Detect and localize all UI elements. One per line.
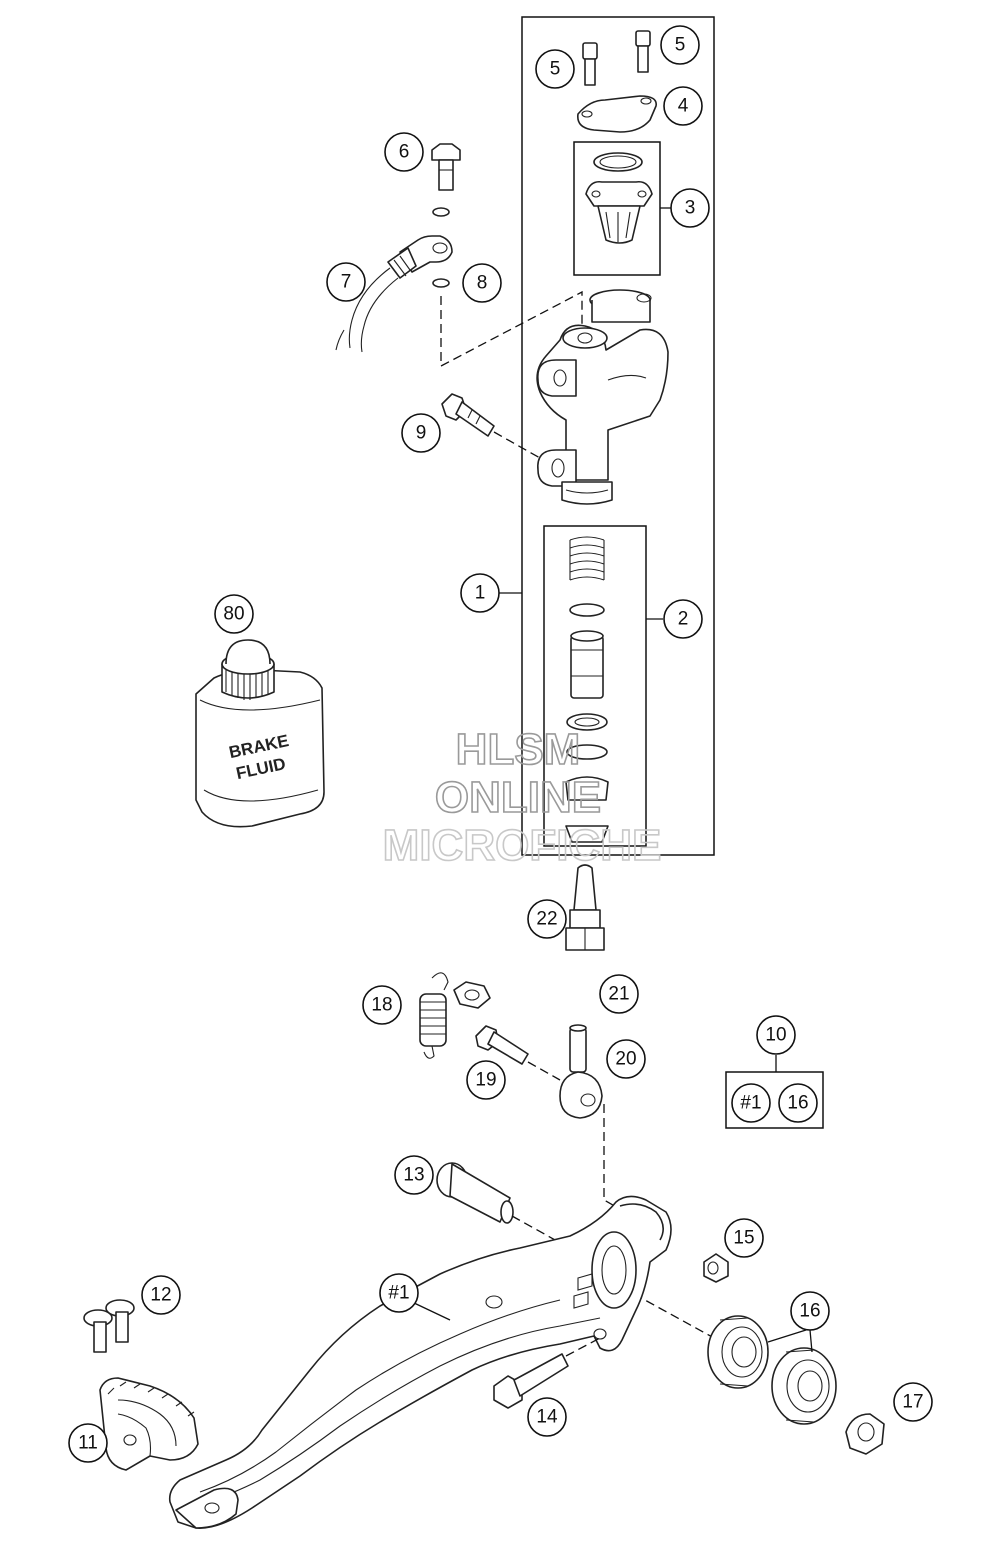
push-rod-part-22 (565, 864, 605, 951)
clevis-part-20 (559, 1024, 603, 1119)
callout-8: 8 (462, 263, 502, 303)
bolt-14-dashed-path (565, 1337, 601, 1357)
watermark-line-2: ONLINE (435, 773, 601, 822)
svg-text:12: 12 (150, 1285, 171, 1306)
washer-part-8 (432, 278, 450, 288)
leader-lines (411, 207, 813, 1353)
svg-text:21: 21 (608, 984, 629, 1005)
svg-text:7: 7 (341, 272, 352, 293)
callout-4: 4 (663, 86, 703, 126)
banjo-bolt-part-6 (431, 143, 461, 191)
callout-2: 2 (663, 599, 703, 639)
watermark: HLSM ONLINE MICROFICHE (382, 724, 662, 871)
reservoir-part-3 (585, 152, 653, 244)
callout-11: 11 (68, 1423, 108, 1463)
callout-17: 17 (893, 1382, 933, 1422)
washer-part-15 (703, 1253, 729, 1283)
svg-text:80: 80 (223, 604, 244, 625)
piston-kit-part-2 (565, 536, 609, 843)
bolt-9-dashed-path (493, 431, 541, 459)
callout-pedal-1: #1 (379, 1273, 419, 1313)
svg-text:6: 6 (399, 142, 410, 163)
watermark-line-1: HLSM (456, 725, 581, 774)
mounting-bolt-part-9 (441, 393, 495, 437)
svg-text:1: 1 (475, 583, 486, 604)
svg-text:18: 18 (371, 995, 392, 1016)
screw-part-5-right (635, 30, 651, 73)
svg-text:20: 20 (615, 1049, 636, 1070)
callout-14: 14 (527, 1397, 567, 1437)
svg-text:11: 11 (78, 1433, 98, 1454)
callout-13: 13 (394, 1155, 434, 1195)
callout-22: 22 (527, 899, 567, 939)
brake-fluid-can-part-80: BRAKE FLUID (195, 639, 325, 828)
callout-5-left: 5 (535, 49, 575, 89)
svg-text:15: 15 (733, 1228, 754, 1249)
callout-kit-16: 16 (778, 1083, 818, 1123)
watermark-line-3: MICROFICHE (383, 821, 662, 870)
callout-19: 19 (466, 1060, 506, 1100)
callout-12: 12 (141, 1275, 181, 1315)
svg-text:#1: #1 (740, 1093, 761, 1114)
bolt-19-dashed-path (527, 1061, 561, 1081)
svg-text:10: 10 (765, 1025, 786, 1046)
master-cylinder-kit-frame (521, 16, 715, 856)
callout-1: 1 (460, 573, 500, 613)
nut-part-17 (845, 1413, 885, 1455)
callout-3: 3 (670, 188, 710, 228)
svg-text:5: 5 (550, 59, 561, 80)
svg-text:5: 5 (675, 35, 686, 56)
bearing-part-16-right (771, 1347, 837, 1425)
bearing-part-16-left (707, 1315, 769, 1389)
svg-text:2: 2 (678, 609, 689, 630)
callout-kit-1: #1 (731, 1083, 771, 1123)
screw-part-5-left (582, 42, 598, 86)
washer-top (432, 207, 450, 217)
callout-15: 15 (724, 1218, 764, 1258)
repair-kit-frame (725, 1071, 824, 1129)
callout-5-right: 5 (660, 25, 700, 65)
brake-line-dashed-path (440, 290, 583, 368)
bolt-part-14 (493, 1353, 569, 1409)
callout-16: 16 (790, 1291, 830, 1331)
svg-text:13: 13 (403, 1165, 424, 1186)
piston-kit-frame (543, 525, 647, 847)
pedal-step-part-11 (99, 1377, 199, 1471)
callout-7: 7 (326, 262, 366, 302)
svg-text:9: 9 (416, 423, 427, 444)
callout-9: 9 (401, 413, 441, 453)
callout-10: 10 (756, 1015, 796, 1055)
spring-part-18 (419, 972, 449, 1059)
nut-part-21 (453, 981, 491, 1009)
svg-text:16: 16 (787, 1093, 808, 1114)
pivot-bolt-part-13 (436, 1162, 514, 1224)
screws-part-12 (83, 1299, 135, 1353)
brake-pedal-part-1 (168, 1195, 672, 1529)
svg-text:16: 16 (799, 1301, 820, 1322)
callout-80: 80 (214, 594, 254, 634)
svg-text:8: 8 (477, 273, 488, 294)
pivot-dashed-path (511, 1215, 715, 1339)
svg-text:4: 4 (678, 96, 689, 117)
svg-text:22: 22 (536, 909, 557, 930)
svg-text:19: 19 (475, 1070, 496, 1091)
svg-text:#1: #1 (388, 1283, 409, 1304)
callout-21: 21 (599, 974, 639, 1014)
master-cylinder-body (536, 289, 669, 505)
callout-6: 6 (384, 132, 424, 172)
bolt-part-19 (475, 1025, 529, 1065)
svg-text:17: 17 (902, 1392, 923, 1413)
reservoir-cover-part-4 (577, 95, 657, 133)
brake-line-part-7 (335, 235, 453, 353)
callout-20: 20 (606, 1039, 646, 1079)
callout-18: 18 (362, 985, 402, 1025)
svg-text:14: 14 (536, 1407, 558, 1428)
svg-text:3: 3 (685, 198, 696, 219)
